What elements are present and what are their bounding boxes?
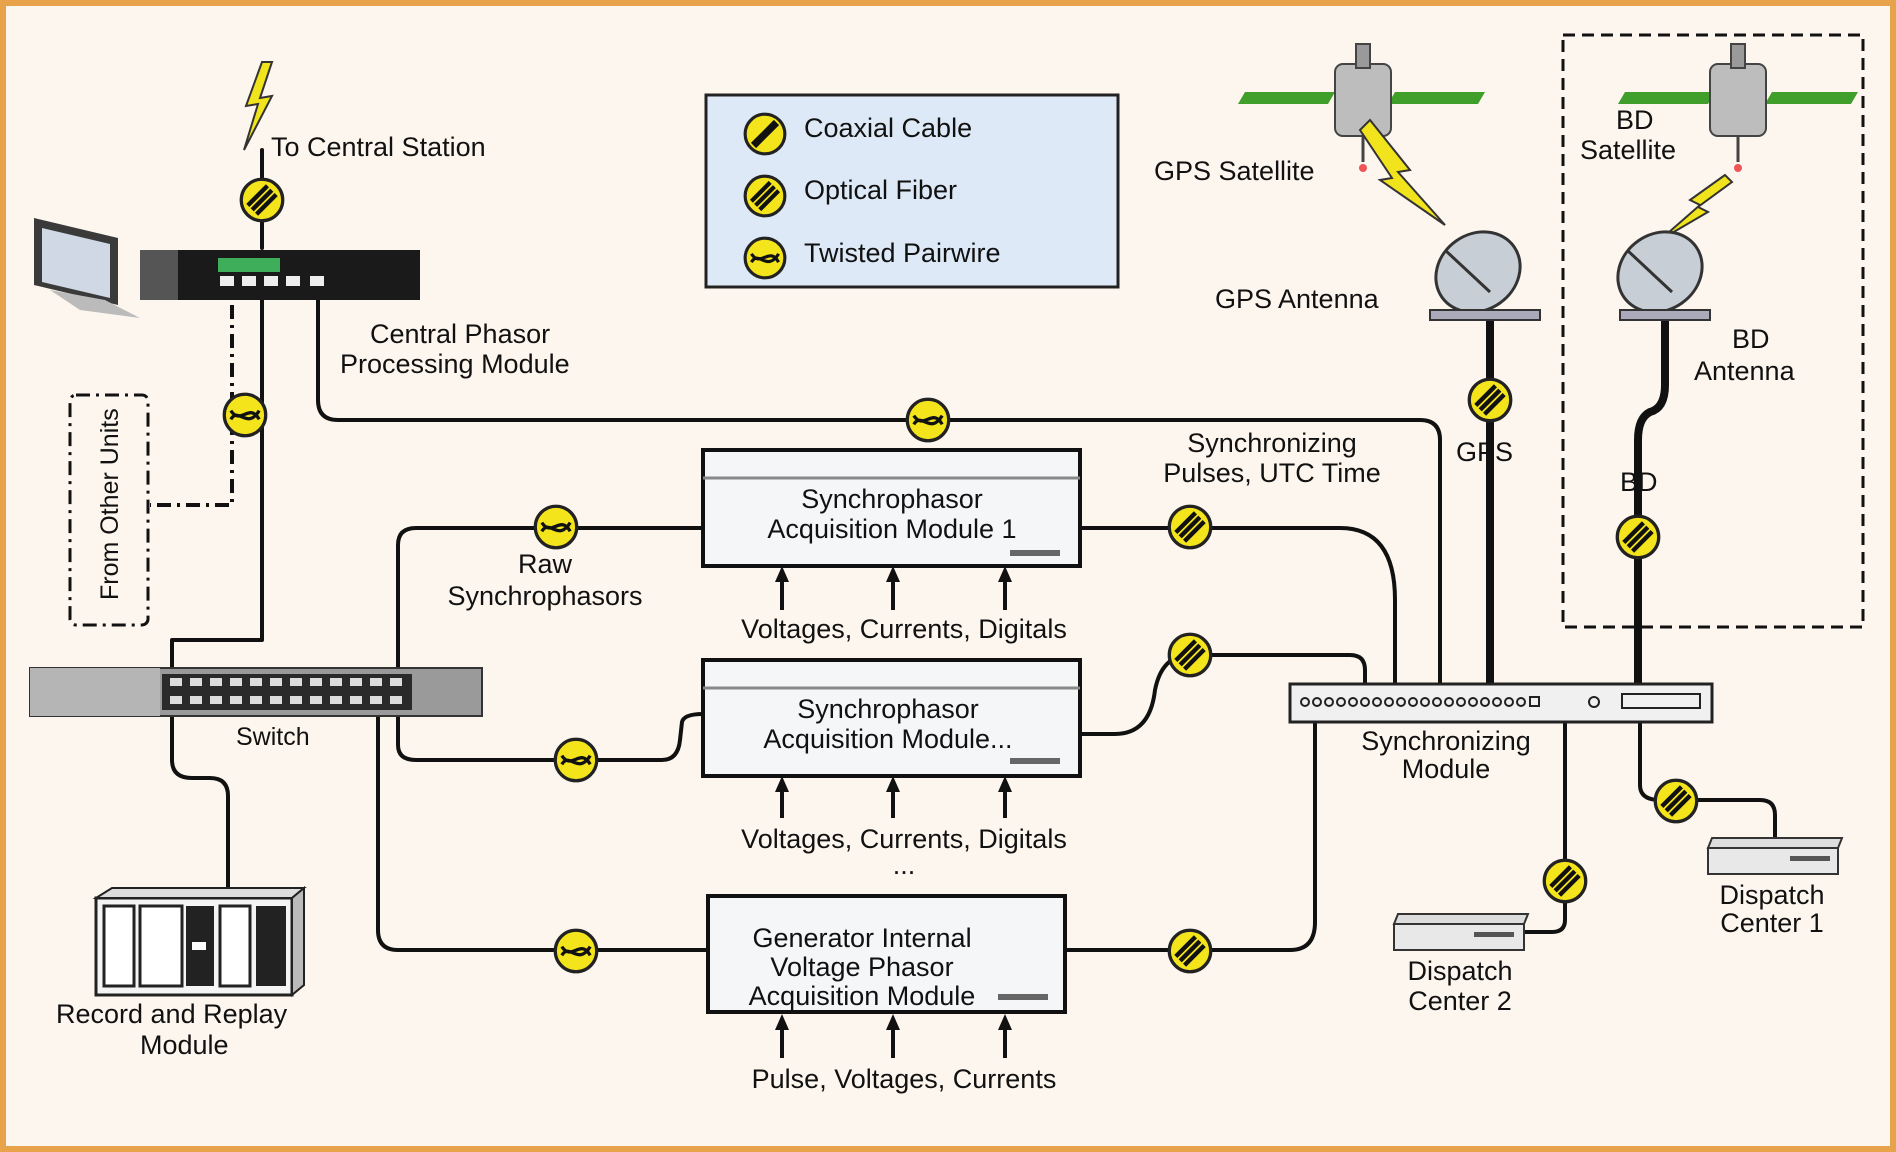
network-switch-icon [29, 667, 483, 717]
input-arrows [775, 566, 1012, 1058]
coax-legend-icon [745, 114, 785, 154]
gps-link-label: GPS [1456, 437, 1513, 467]
fiber-connector-icon [1655, 780, 1696, 821]
dispatch2-label-line1: Dispatch [1407, 956, 1512, 986]
raw-synchrophasors-line1: Raw [518, 549, 573, 579]
bd-satellite-label-line1: BD [1616, 105, 1654, 135]
computer-monitor-icon [34, 218, 140, 318]
bd-antenna-label-line2: Antenna [1694, 356, 1796, 386]
lightning-central-icon [243, 61, 274, 151]
sam2-inputs-label: Voltages, Currents, Digitals [741, 824, 1067, 854]
bd-satellite-icon [1618, 43, 1858, 172]
dispatch2-label-line2: Center 2 [1408, 986, 1512, 1016]
sam-module-1: Synchrophasor Acquisition Module 1 [701, 448, 1082, 568]
gps-satellite-icon [1238, 43, 1485, 172]
sam1-title-line1: Synchrophasor [801, 484, 983, 514]
dispatch-center-2-device [1392, 913, 1530, 951]
record-label-line1: Record and Replay [56, 999, 288, 1029]
gps-satellite-label: GPS Satellite [1154, 156, 1315, 186]
more-modules-ellipsis: ... [893, 850, 916, 880]
bd-lightning-icon [1659, 173, 1734, 241]
sync-pulses-line1: Synchronizing [1187, 428, 1357, 458]
bd-antenna-label-line1: BD [1732, 324, 1770, 354]
sam-module-2: Synchrophasor Acquisition Module... [701, 658, 1082, 778]
cppm-label-line2: Processing Module [340, 349, 570, 379]
gps-antenna-label: GPS Antenna [1215, 284, 1380, 314]
gps-lightning-icon [1358, 118, 1446, 226]
legend: Coaxial Cable Optical Fiber Twisted Pair… [704, 93, 1120, 289]
sync-pulses-line2: Pulses, UTC Time [1163, 458, 1381, 488]
sync-module-label-line2: Module [1402, 754, 1491, 784]
fiber-connector-icon [1469, 379, 1510, 420]
twisted-connector-icon [533, 504, 579, 550]
cppm-label-line1: Central Phasor [370, 319, 550, 349]
record-replay-rack-icon [92, 885, 307, 998]
legend-coax-label: Coaxial Cable [804, 113, 972, 143]
fiber-connector-icon [1169, 930, 1210, 971]
twisted-connector-icon [905, 397, 951, 443]
fiber-connector-icon [1544, 860, 1585, 901]
legend-fiber-label: Optical Fiber [804, 175, 957, 205]
wires [150, 148, 1777, 952]
from-other-units-label: From Other Units [96, 408, 124, 600]
twisted-connector-icon [222, 392, 268, 438]
legend-twisted-label: Twisted Pairwire [804, 238, 1001, 268]
cppm-server-icon [140, 250, 420, 300]
twisted-connector-icon [553, 928, 599, 974]
gen-title-line3: Acquisition Module [749, 981, 976, 1011]
bd-satellite-label-line2: Satellite [1580, 135, 1676, 165]
generator-module: Generator Internal Voltage Phasor Acquis… [706, 894, 1067, 1014]
switch-label: Switch [236, 723, 310, 751]
sam1-title-line2: Acquisition Module 1 [767, 514, 1016, 544]
sam2-title-line2: Acquisition Module... [763, 724, 1012, 754]
record-label-line2: Module [140, 1030, 229, 1060]
fiber-connector-icon [1169, 506, 1210, 547]
dispatch1-label-line2: Center 1 [1720, 908, 1824, 938]
gen-inputs-label: Pulse, Voltages, Currents [752, 1064, 1057, 1094]
sync-module-label-line1: Synchronizing [1361, 726, 1531, 756]
gps-antenna-dish-icon [1429, 230, 1541, 321]
synchronizing-module-device [1288, 682, 1714, 724]
fiber-legend-icon [745, 176, 785, 216]
sam1-inputs-label: Voltages, Currents, Digitals [741, 614, 1067, 644]
sam2-title-line1: Synchrophasor [797, 694, 979, 724]
bd-antenna-dish-icon [1616, 230, 1711, 321]
dispatch-center-1-device [1706, 837, 1844, 875]
twisted-legend-icon [743, 236, 787, 280]
bd-link-label: BD [1620, 467, 1658, 497]
fiber-connector-icon [1617, 516, 1658, 557]
from-other-units-box: From Other Units [68, 393, 150, 627]
to-central-station-label: To Central Station [271, 132, 486, 162]
fiber-connector-icon [1169, 634, 1210, 675]
twisted-connector-icon [553, 737, 599, 783]
bd-region-frame [1561, 33, 1865, 629]
gen-title-line1: Generator Internal [752, 923, 971, 953]
gen-title-line2: Voltage Phasor [770, 952, 953, 982]
fiber-connector-icon [241, 179, 282, 220]
raw-synchrophasors-line2: Synchrophasors [447, 581, 642, 611]
dispatch1-label-line1: Dispatch [1719, 880, 1824, 910]
